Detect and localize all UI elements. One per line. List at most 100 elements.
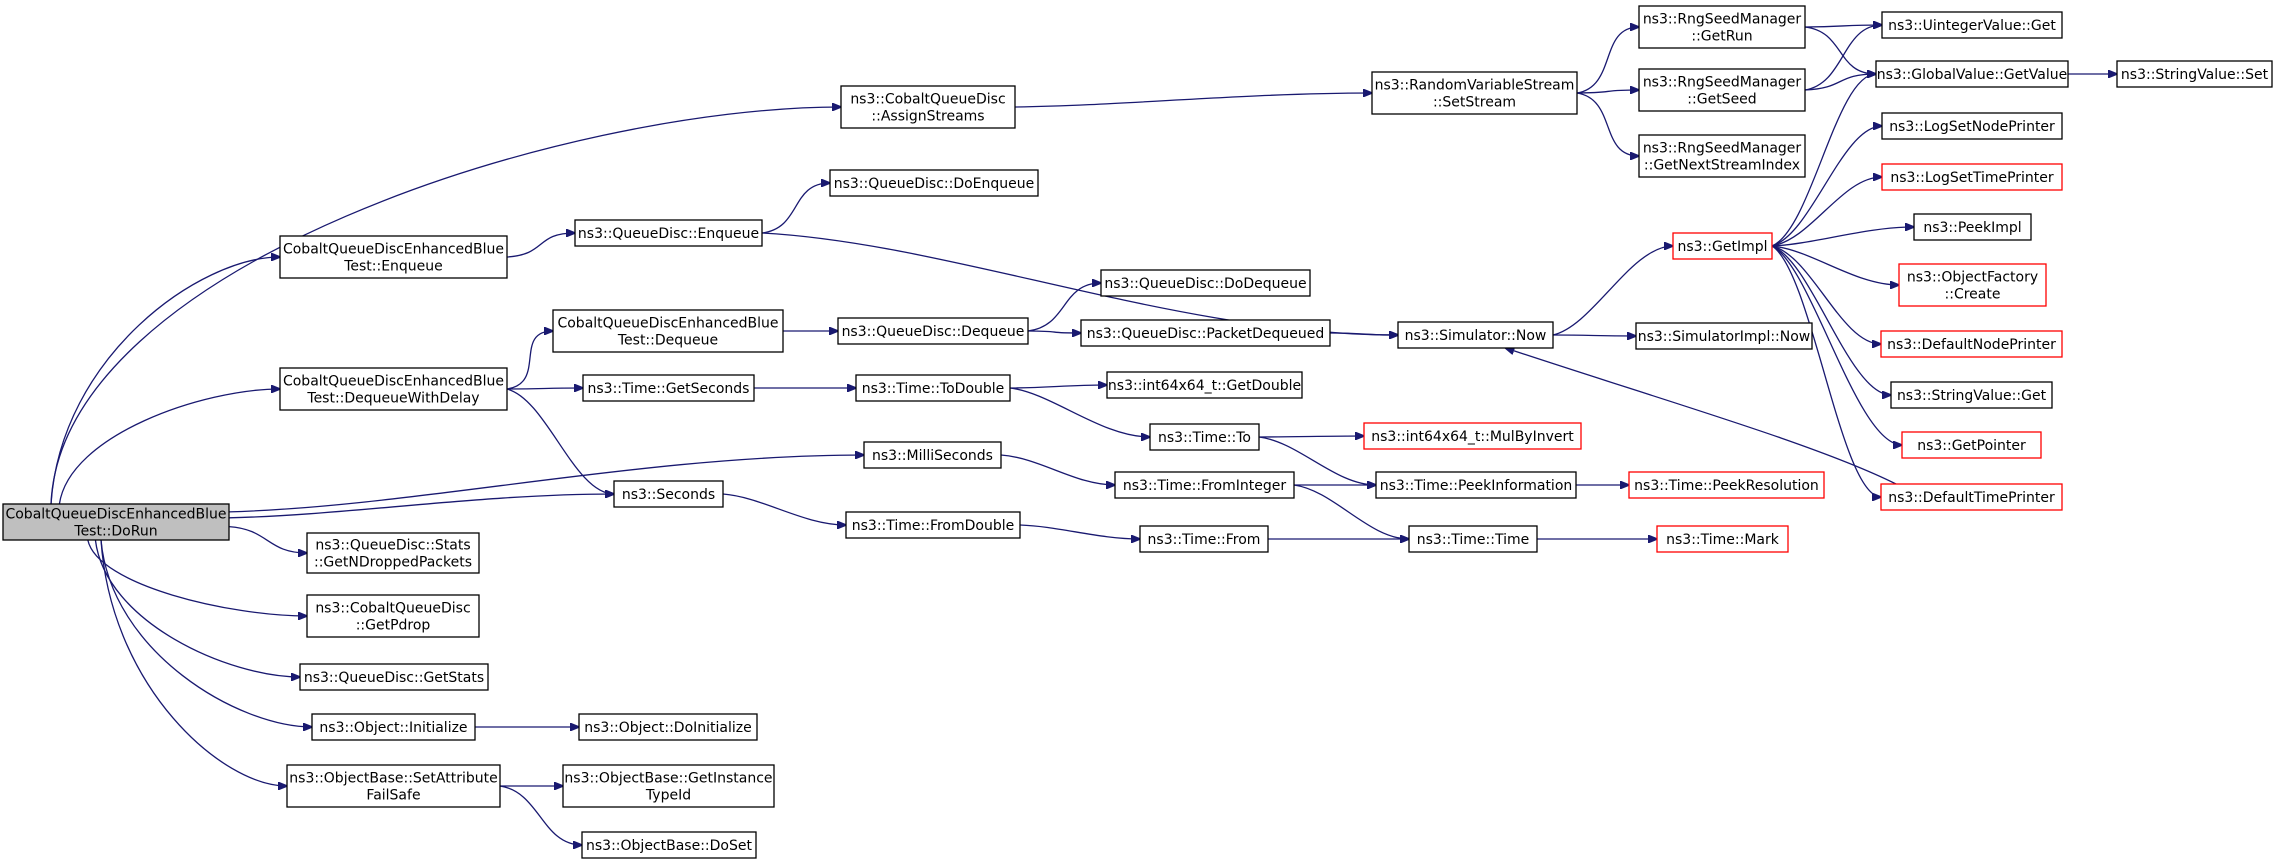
node-peek-resolution[interactable]: ns3::Time::PeekResolution [1628, 471, 1825, 499]
node-box[interactable] [1106, 371, 1303, 399]
node-box[interactable] [574, 219, 763, 247]
node-box[interactable] [1901, 431, 2042, 459]
node-dequeue-delay[interactable]: CobaltQueueDiscEnhancedBlueTest::Dequeue… [279, 367, 508, 411]
node-get-stats[interactable]: ns3::QueueDisc::GetStats [299, 663, 489, 691]
node-box[interactable] [578, 713, 758, 741]
node-box[interactable] [1881, 112, 2063, 140]
node-box[interactable] [1656, 525, 1789, 553]
node-milliseconds[interactable]: ns3::MilliSeconds [863, 441, 1002, 469]
node-box[interactable] [1635, 322, 1813, 350]
node-get-pdrop[interactable]: ns3::CobaltQueueDisc::GetPdrop [306, 594, 480, 638]
node-time-time[interactable]: ns3::Time::Time [1408, 525, 1538, 553]
node-int64-getdouble[interactable]: ns3::int64x64_t::GetDouble [1106, 371, 1303, 399]
node-peek-impl[interactable]: ns3::PeekImpl [1913, 213, 2032, 241]
node-box[interactable] [1890, 381, 2053, 409]
node-string-set[interactable]: ns3::StringValue::Set [2116, 60, 2273, 88]
node-from-double[interactable]: ns3::Time::FromDouble [845, 511, 1021, 539]
node-box[interactable] [1408, 525, 1538, 553]
node-box[interactable] [1638, 68, 1806, 112]
node-box[interactable] [1080, 319, 1331, 347]
node-assign-streams[interactable]: ns3::CobaltQueueDisc::AssignStreams [840, 85, 1016, 129]
node-from-integer[interactable]: ns3::Time::FromInteger [1114, 471, 1295, 499]
node-initialize[interactable]: ns3::Object::Initialize [311, 713, 476, 741]
node-uinteger-get[interactable]: ns3::UintegerValue::Get [1881, 11, 2063, 39]
node-time-mark[interactable]: ns3::Time::Mark [1656, 525, 1789, 553]
node-string-get[interactable]: ns3::StringValue::Get [1890, 381, 2053, 409]
node-do-set[interactable]: ns3::ObjectBase::DoSet [581, 831, 757, 859]
node-simimpl-now[interactable]: ns3::SimulatorImpl::Now [1635, 322, 1813, 350]
node-box[interactable] [1875, 60, 2069, 88]
node-box[interactable] [1638, 134, 1806, 178]
node-box[interactable] [840, 85, 1016, 129]
node-default-node-printer[interactable]: ns3::DefaultNodePrinter [1880, 330, 2063, 358]
node-box[interactable] [1149, 423, 1260, 451]
node-box[interactable] [581, 831, 757, 859]
node-box[interactable] [1898, 263, 2047, 307]
node-box[interactable] [845, 511, 1021, 539]
node-box[interactable] [1114, 471, 1295, 499]
node-box[interactable] [279, 235, 508, 279]
node-qd-dequeue[interactable]: ns3::QueueDisc::Dequeue [837, 317, 1029, 345]
node-log-time-printer[interactable]: ns3::LogSetTimePrinter [1881, 163, 2063, 191]
node-box[interactable] [1375, 471, 1577, 499]
node-rng-getseed[interactable]: ns3::RngSeedManager::GetSeed [1638, 68, 1806, 112]
node-box[interactable] [279, 367, 508, 411]
node-box[interactable] [1628, 471, 1825, 499]
node-box[interactable] [1881, 11, 2063, 39]
node-rng-nextstream[interactable]: ns3::RngSeedManager::GetNextStreamIndex [1638, 134, 1806, 178]
node-box[interactable] [829, 169, 1039, 197]
node-peek-information[interactable]: ns3::Time::PeekInformation [1375, 471, 1577, 499]
node-box[interactable] [1139, 525, 1269, 553]
node-to-double[interactable]: ns3::Time::ToDouble [855, 374, 1011, 402]
node-box[interactable] [1363, 422, 1582, 450]
node-box[interactable] [562, 764, 775, 808]
node-qd-doenqueue[interactable]: ns3::QueueDisc::DoEnqueue [829, 169, 1039, 197]
node-stats-dropped[interactable]: ns3::QueueDisc::Stats::GetNDroppedPacket… [306, 532, 480, 574]
node-box[interactable] [837, 317, 1029, 345]
node-box[interactable] [582, 374, 755, 402]
node-box[interactable] [286, 764, 501, 808]
node-packet-dequeued[interactable]: ns3::QueueDisc::PacketDequeued [1080, 319, 1331, 347]
node-simulator-now[interactable]: ns3::Simulator::Now [1397, 321, 1554, 349]
node-global-getvalue[interactable]: ns3::GlobalValue::GetValue [1875, 60, 2069, 88]
node-rvs-setstream[interactable]: ns3::RandomVariableStream::SetStream [1371, 71, 1578, 115]
node-box[interactable] [311, 713, 476, 741]
node-log-node-printer[interactable]: ns3::LogSetNodePrinter [1881, 112, 2063, 140]
node-box[interactable] [1881, 163, 2063, 191]
node-factory-create[interactable]: ns3::ObjectFactory::Create [1898, 263, 2047, 307]
node-box[interactable] [1913, 213, 2032, 241]
node-box[interactable] [306, 594, 480, 638]
node-box[interactable] [1880, 483, 2063, 511]
node-default-time-printer[interactable]: ns3::DefaultTimePrinter [1880, 483, 2063, 511]
node-box[interactable] [855, 374, 1011, 402]
node-qd-dodequeue[interactable]: ns3::QueueDisc::DoDequeue [1100, 269, 1311, 297]
node-box[interactable] [2, 503, 230, 541]
node-get-impl[interactable]: ns3::GetImpl [1672, 232, 1773, 260]
node-box[interactable] [863, 441, 1002, 469]
node-box[interactable] [1100, 269, 1311, 297]
node-rng-getrun[interactable]: ns3::RngSeedManager::GetRun [1638, 5, 1806, 49]
node-box[interactable] [552, 309, 784, 353]
node-box[interactable] [299, 663, 489, 691]
node-box[interactable] [1371, 71, 1578, 115]
node-qd-enqueue[interactable]: ns3::QueueDisc::Enqueue [574, 219, 763, 247]
node-box[interactable] [1672, 232, 1773, 260]
node-box[interactable] [2116, 60, 2273, 88]
node-box[interactable] [1880, 330, 2063, 358]
node-time-to[interactable]: ns3::Time::To [1149, 423, 1260, 451]
node-time-from[interactable]: ns3::Time::From [1139, 525, 1269, 553]
node-get-seconds[interactable]: ns3::Time::GetSeconds [582, 374, 755, 402]
node-do-initialize[interactable]: ns3::Object::DoInitialize [578, 713, 758, 741]
node-seconds[interactable]: ns3::Seconds [613, 480, 724, 508]
node-mul-by-invert[interactable]: ns3::int64x64_t::MulByInvert [1363, 422, 1582, 450]
node-box[interactable] [1638, 5, 1806, 49]
node-box[interactable] [1397, 321, 1554, 349]
node-box[interactable] [613, 480, 724, 508]
node-get-pointer[interactable]: ns3::GetPointer [1901, 431, 2042, 459]
node-box[interactable] [306, 532, 480, 574]
